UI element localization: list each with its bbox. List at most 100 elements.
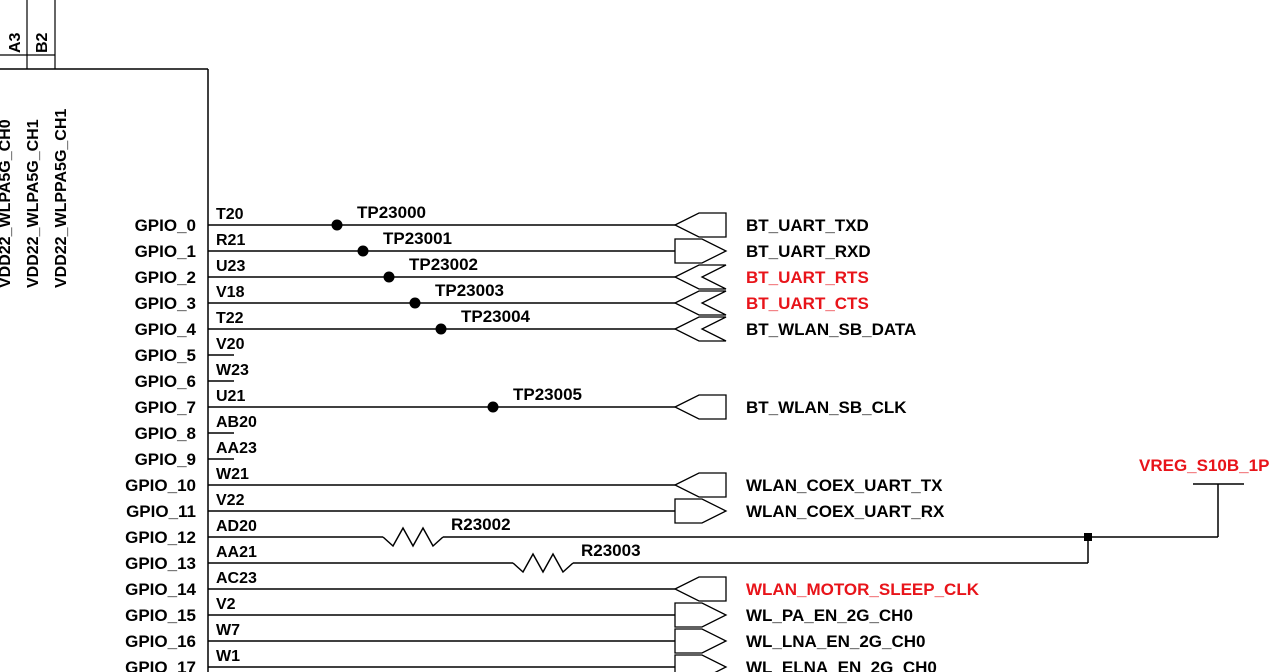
offpage-connector-flag bbox=[674, 628, 728, 654]
net-label: BT_UART_RTS bbox=[746, 268, 869, 287]
test-point-label: TP23003 bbox=[435, 281, 504, 300]
pad-label: W7 bbox=[216, 622, 240, 639]
gpio-pin-label: GPIO_16 bbox=[125, 632, 196, 651]
net-label: WL_LNA_EN_2G_CH0 bbox=[746, 632, 926, 651]
test-point-dot bbox=[409, 297, 421, 309]
top-net-label-wlpa5g-ch1: VDD22_WLPA5G_CH1 bbox=[25, 119, 42, 288]
gpio-pin-label: GPIO_7 bbox=[135, 398, 196, 417]
offpage-connector-flag bbox=[673, 316, 727, 342]
offpage-connector-flag bbox=[674, 654, 728, 672]
power-net-label: VREG_S10B_1P bbox=[1139, 456, 1269, 475]
test-point-label: TP23001 bbox=[383, 229, 452, 248]
net-label: BT_UART_TXD bbox=[746, 216, 869, 235]
gpio-row: GPIO_12 AD20 bbox=[125, 518, 257, 547]
pad-label: AA23 bbox=[216, 440, 257, 457]
top-pin-header: A3 B2 VDD22_WLPA5G_CH0 VDD22_WLPA5G_CH1 … bbox=[0, 0, 209, 672]
gpio-pin-label: GPIO_1 bbox=[135, 242, 196, 261]
offpage-connector-flag bbox=[673, 394, 727, 420]
pad-label: W1 bbox=[216, 648, 240, 665]
test-point-dot bbox=[331, 219, 343, 231]
gpio-pin-label: GPIO_9 bbox=[135, 450, 196, 469]
gpio-row: GPIO_5 V20 bbox=[135, 336, 245, 365]
offpage-connector-flag bbox=[673, 472, 727, 498]
pad-label: V18 bbox=[216, 284, 245, 301]
test-point-dot bbox=[487, 401, 499, 413]
pad-label: R21 bbox=[216, 232, 245, 249]
pad-label: W23 bbox=[216, 362, 249, 379]
gpio-row: GPIO_9 AA23 bbox=[135, 440, 257, 469]
offpage-connector-flag bbox=[674, 238, 728, 264]
resistor: R23003 bbox=[208, 541, 1088, 574]
net-label: BT_UART_RXD bbox=[746, 242, 871, 261]
gpio-row: GPIO_6 W23 bbox=[135, 362, 249, 391]
gpio-pin-label: GPIO_0 bbox=[135, 216, 196, 235]
gpio-pin-label: GPIO_8 bbox=[135, 424, 196, 443]
pad-label: AC23 bbox=[216, 570, 257, 587]
top-net-label-ch0: VDD22_WLPA5G_CH0 bbox=[0, 119, 14, 288]
resistor-ref-label: R23003 bbox=[581, 541, 641, 560]
resistor: R23002 bbox=[208, 515, 1088, 548]
gpio-pin-label: GPIO_2 bbox=[135, 268, 196, 287]
test-point-label: TP23002 bbox=[409, 255, 478, 274]
pad-label: U21 bbox=[216, 388, 245, 405]
offpage-connector-flag bbox=[673, 212, 727, 238]
pad-label: AA21 bbox=[216, 544, 257, 561]
offpage-connector-flag bbox=[673, 290, 727, 316]
pad-label: T20 bbox=[216, 206, 244, 223]
pad-label: V22 bbox=[216, 492, 245, 509]
net-label: BT_UART_CTS bbox=[746, 294, 869, 313]
gpio-pin-label: GPIO_5 bbox=[135, 346, 196, 365]
net-label: WL_PA_EN_2G_CH0 bbox=[746, 606, 913, 625]
net-label: WLAN_COEX_UART_TX bbox=[746, 476, 943, 495]
offpage-connector-flag bbox=[674, 498, 728, 524]
test-point-dot bbox=[435, 323, 447, 335]
test-point-dot bbox=[383, 271, 395, 283]
gpio-pin-label: GPIO_15 bbox=[125, 606, 196, 625]
gpio-pin-label: GPIO_4 bbox=[135, 320, 197, 339]
pad-label: W21 bbox=[216, 466, 249, 483]
gpio-pin-label: GPIO_6 bbox=[135, 372, 196, 391]
pad-label: V2 bbox=[216, 596, 236, 613]
top-ball-label-a3: A3 bbox=[7, 32, 24, 53]
pad-label: AD20 bbox=[216, 518, 257, 535]
net-label: BT_WLAN_SB_DATA bbox=[746, 320, 916, 339]
test-point-label: TP23000 bbox=[357, 203, 426, 222]
gpio-pin-label: GPIO_14 bbox=[125, 580, 196, 599]
gpio-pin-label: GPIO_10 bbox=[125, 476, 196, 495]
gpio-pin-label: GPIO_17 bbox=[125, 658, 196, 672]
pad-label: V20 bbox=[216, 336, 245, 353]
gpio-pin-label: GPIO_11 bbox=[126, 502, 196, 521]
offpage-connector-flag bbox=[673, 576, 727, 602]
pad-label: U23 bbox=[216, 258, 245, 275]
gpio-pin-label: GPIO_12 bbox=[125, 528, 196, 547]
test-point-label: TP23004 bbox=[461, 307, 531, 326]
resistor-body bbox=[382, 526, 444, 548]
power-rail: VREG_S10B_1P bbox=[1084, 456, 1269, 563]
top-net-label-wlppa5g-ch1: VDD22_WLPPA5G_CH1 bbox=[53, 109, 70, 288]
pad-label: T22 bbox=[216, 310, 244, 327]
offpage-connector-flag bbox=[673, 264, 727, 290]
net-label: BT_WLAN_SB_CLK bbox=[746, 398, 907, 417]
net-label: WL_ELNA_EN_2G_CH0 bbox=[746, 658, 937, 672]
net-label: WLAN_MOTOR_SLEEP_CLK bbox=[746, 580, 980, 599]
test-point-label: TP23005 bbox=[513, 385, 582, 404]
offpage-connector-flag bbox=[674, 602, 728, 628]
resistor-ref-label: R23002 bbox=[451, 515, 511, 534]
net-label: WLAN_COEX_UART_RX bbox=[746, 502, 945, 521]
